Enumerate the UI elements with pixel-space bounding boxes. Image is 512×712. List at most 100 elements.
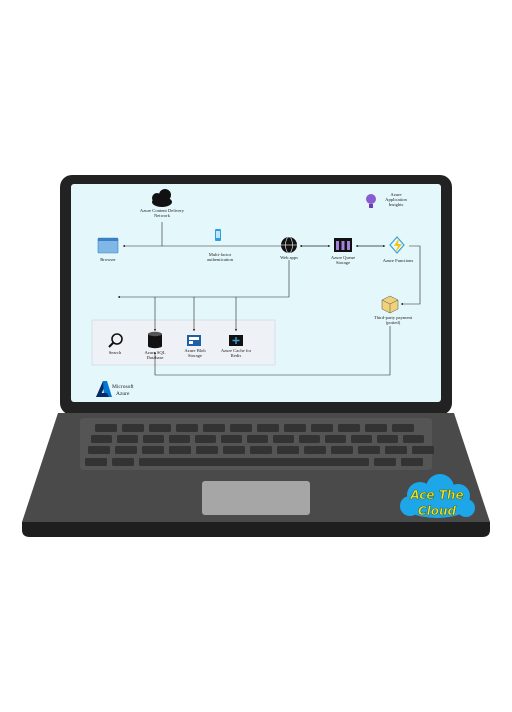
payment-label-2: (potted) xyxy=(386,320,401,325)
keyboard-key xyxy=(392,424,414,432)
redis-label-2: Redis xyxy=(231,353,242,358)
svg-text:Third-party payment(potted): Third-party payment(potted) xyxy=(374,315,413,325)
functions-node: Azure Functions xyxy=(383,236,414,263)
keyboard-key xyxy=(412,446,434,454)
search-label: Search xyxy=(109,350,122,355)
sticker-ace-the-cloud: Ace The Cloud xyxy=(400,474,475,518)
keyboard-key xyxy=(277,446,299,454)
sql-label-2: Database xyxy=(147,355,164,360)
keyboard-key xyxy=(284,424,306,432)
keyboard-key xyxy=(351,435,372,443)
keyboard-key xyxy=(304,446,326,454)
webapps-node: Web apps xyxy=(280,236,298,260)
keyboard-key xyxy=(169,435,190,443)
queue-label-1: Azure Queue xyxy=(331,255,355,260)
keyboard-key xyxy=(257,424,279,432)
laptop-base-edge xyxy=(22,522,490,537)
lightning-icon xyxy=(389,236,405,254)
brand-line2: Azure xyxy=(116,391,130,397)
keyboard-key xyxy=(95,424,117,432)
functions-label: Azure Functions xyxy=(383,258,414,263)
keyboard-key xyxy=(142,446,164,454)
sticker-cloud-icon xyxy=(400,474,475,518)
azure-logo-icon xyxy=(96,381,112,397)
keyboard-key xyxy=(358,446,380,454)
cloud-icon xyxy=(152,189,172,207)
sticker-line1: Ace The xyxy=(409,488,463,502)
keyboard-key xyxy=(117,435,138,443)
magnifier-icon xyxy=(108,333,123,348)
connectors xyxy=(117,222,421,376)
cache-icon xyxy=(229,335,243,346)
keyboard-key xyxy=(143,435,164,443)
keyboard-key xyxy=(169,446,191,454)
globe-icon xyxy=(281,236,297,254)
webapps-label: Web apps xyxy=(280,255,298,260)
payment-label-1: Third-party payment xyxy=(374,315,413,320)
payment-node: Third-party payment(potted) xyxy=(374,295,413,325)
keyboard-key xyxy=(91,435,112,443)
keyboard-key xyxy=(374,458,396,466)
cdn-label-2: Network xyxy=(154,213,171,218)
keyboard-key xyxy=(299,435,320,443)
keyboard-key xyxy=(325,435,346,443)
lightbulb-icon xyxy=(366,194,376,208)
keyboard-key xyxy=(88,446,110,454)
sticker-line2: Cloud xyxy=(418,504,457,518)
keyboard-key xyxy=(203,424,225,432)
keyboard-key xyxy=(223,446,245,454)
keyboard-key xyxy=(247,435,268,443)
keyboard-key xyxy=(139,458,369,466)
insights-label-3: Insights xyxy=(389,202,404,207)
browser-label: Browser xyxy=(100,257,116,262)
keyboard-key xyxy=(112,458,134,466)
keyboard-key xyxy=(115,446,137,454)
package-icon xyxy=(381,295,399,314)
browser-window-icon xyxy=(97,237,119,254)
search-node: Search xyxy=(108,333,123,355)
keyboard-key xyxy=(331,446,353,454)
database-icon xyxy=(148,331,162,349)
keyboard-key xyxy=(122,424,144,432)
blob-label-1: Azure Blob xyxy=(184,348,206,353)
keyboard-key xyxy=(401,458,423,466)
mfa-label-1: Multi-factor xyxy=(209,252,232,257)
browser-node: Browser xyxy=(97,237,119,262)
keyboard-key xyxy=(377,435,398,443)
redis-label-1: Azure Cache for xyxy=(221,348,252,353)
insights-label-2: Application xyxy=(385,197,407,202)
trackpad xyxy=(202,481,310,515)
queue-icon xyxy=(334,238,352,252)
brand-line1: Microsoft xyxy=(112,383,134,390)
queue-label-2: Storage xyxy=(336,260,350,265)
keyboard-key xyxy=(230,424,252,432)
keyboard xyxy=(85,424,434,466)
blob-label-2: Storage xyxy=(188,353,202,358)
cdn-label-1: Azure Content Delivery xyxy=(140,208,185,213)
blob-icon xyxy=(187,335,201,346)
azure-brand: Microsoft Azure xyxy=(96,381,134,397)
keyboard-key xyxy=(221,435,242,443)
phone-icon xyxy=(215,229,221,241)
keyboard-key xyxy=(338,424,360,432)
keyboard-key xyxy=(385,446,407,454)
keyboard-key xyxy=(403,435,424,443)
keyboard-key xyxy=(311,424,333,432)
sql-label-1: Azure SQL xyxy=(144,350,165,355)
insights-label-1: Azure xyxy=(390,192,401,197)
keyboard-key xyxy=(273,435,294,443)
